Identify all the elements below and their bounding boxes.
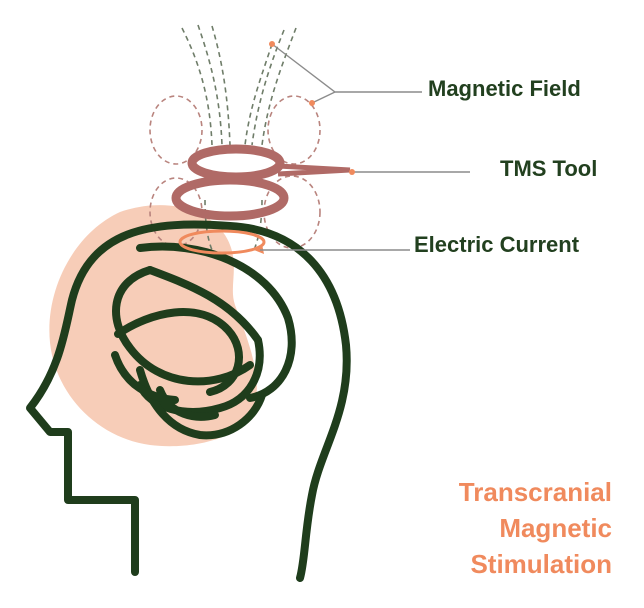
stimulated-area-blob <box>49 205 257 447</box>
head-outline <box>26 220 351 582</box>
title-line-3: Stimulation <box>470 549 612 579</box>
title-line-2: Magnetic <box>499 513 612 543</box>
brain-folds <box>111 242 296 440</box>
electric-current-label: Electric Current <box>414 232 580 257</box>
tms-coil <box>171 144 351 221</box>
leader-dots <box>269 41 355 175</box>
title-line-1: Transcranial <box>458 477 612 507</box>
tms-tool-label: TMS Tool <box>500 156 598 181</box>
diagram-title: Transcranial Magnetic Stimulation <box>459 474 612 582</box>
magnetic-field-label: Magnetic Field <box>428 76 581 101</box>
leader-lines <box>260 43 470 251</box>
electric-current-ring <box>178 229 266 255</box>
